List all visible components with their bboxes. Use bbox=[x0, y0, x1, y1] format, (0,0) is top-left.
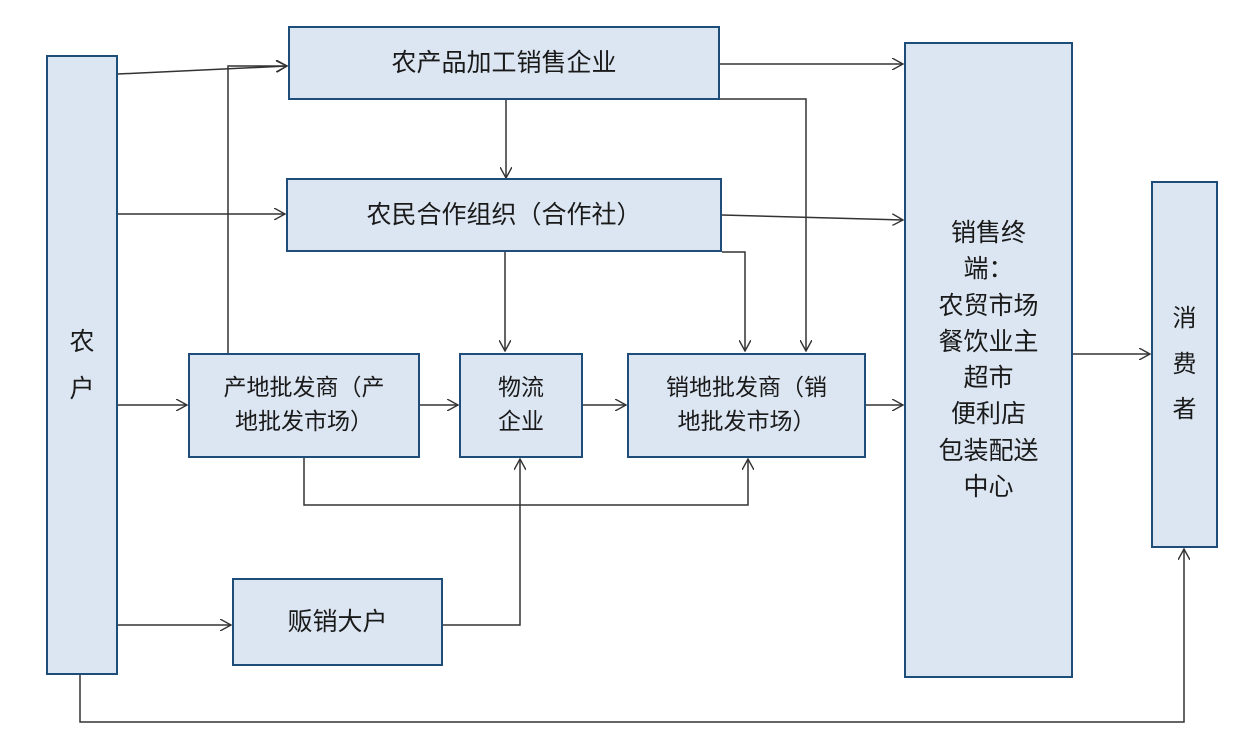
consumer-label: 消 费 者 bbox=[1172, 304, 1197, 424]
edge-dealer-to-logistics bbox=[443, 459, 520, 626]
edge-cooperative-to-terminal bbox=[721, 215, 903, 220]
farmer-label: 农 户 bbox=[69, 326, 95, 404]
consumer-node: 消 费 者 bbox=[1151, 181, 1218, 548]
sales-terminal-node: 销售终 端： 农贸市场 餐饮业主 超市 便利店 包装配送 中心 bbox=[904, 42, 1073, 678]
edge-processing-to-sales bbox=[720, 98, 806, 351]
cooperative-label: 农民合作组织（合作社） bbox=[366, 199, 642, 229]
edge-cooperative-to-sales bbox=[722, 251, 745, 351]
processing-enterprise-node: 农产品加工销售企业 bbox=[288, 26, 720, 100]
sales-wholesaler-node: 销地批发商（销 地批发市场） bbox=[627, 353, 866, 458]
sales-wholesaler-label: 销地批发商（销 地批发市场） bbox=[666, 375, 827, 435]
logistics-node: 物流 企业 bbox=[459, 353, 583, 458]
farmer-node: 农 户 bbox=[46, 55, 118, 675]
edge-farmer-to-processing bbox=[117, 66, 287, 75]
origin-wholesaler-label: 产地批发商（产 地批发市场） bbox=[223, 375, 385, 435]
processing-enterprise-label: 农产品加工销售企业 bbox=[391, 47, 617, 77]
large-dealer-node: 贩销大户 bbox=[232, 578, 443, 666]
large-dealer-label: 贩销大户 bbox=[287, 606, 388, 636]
sales-terminal-label: 销售终 端： 农贸市场 餐饮业主 超市 便利店 包装配送 中心 bbox=[938, 218, 1039, 501]
edge-farmer-to-consumer bbox=[79, 549, 1184, 723]
logistics-label: 物流 企业 bbox=[498, 375, 544, 435]
cooperative-node: 农民合作组织（合作社） bbox=[286, 178, 722, 252]
origin-wholesaler-node: 产地批发商（产 地批发市场） bbox=[188, 353, 420, 458]
edge-origin-to-processing bbox=[227, 66, 287, 353]
edge-origin-to-sales-bypass bbox=[303, 458, 748, 506]
